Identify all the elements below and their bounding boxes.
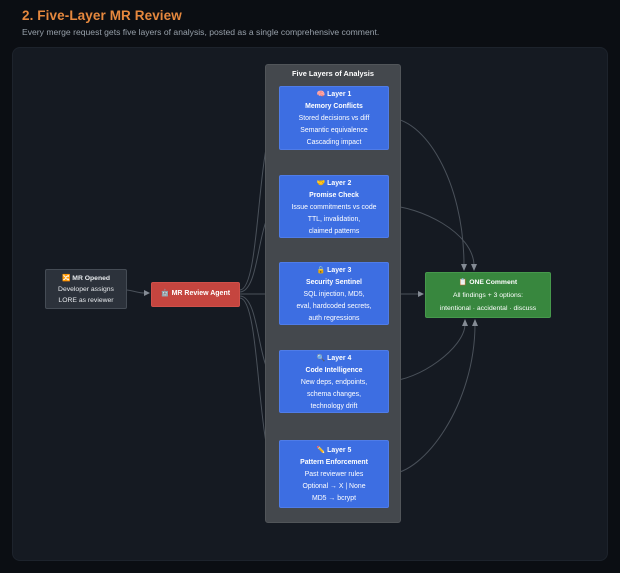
layer-5-detail-2: Optional → X | None (302, 483, 366, 490)
node-mr-review-agent: 🤖 MR Review Agent (151, 282, 240, 307)
node-layer-2-promise-check: 🤝 Layer 2 Promise Check Issue commitment… (279, 175, 389, 238)
five-layers-container-title: Five Layers of Analysis (292, 69, 374, 78)
node-layer-5-pattern-enforcement: ✏️ Layer 5 Pattern Enforcement Past revi… (279, 440, 389, 508)
node-mr-opened-line-1: 🔀 MR Opened (61, 275, 111, 282)
node-mr-review-agent-label: 🤖 MR Review Agent (160, 290, 231, 297)
one-comment-title: 📋 ONE Comment (458, 279, 518, 286)
layer-3-name: Security Sentinel (306, 279, 362, 286)
node-one-comment: 📋 ONE Comment All findings + 3 options: … (425, 272, 551, 318)
layer-5-detail-1: Past reviewer rules (304, 471, 364, 478)
layer-2-detail-3: claimed patterns (308, 228, 360, 235)
layer-4-detail-2: schema changes, (306, 391, 361, 398)
node-mr-opened-line-3: LORE as reviewer (58, 297, 114, 304)
node-layer-4-code-intelligence: 🔍 Layer 4 Code Intelligence New deps, en… (279, 350, 389, 413)
layer-1-detail-2: Semantic equivalence (300, 127, 368, 134)
layer-4-title: 🔍 Layer 4 (316, 355, 352, 362)
layer-5-name: Pattern Enforcement (300, 459, 368, 466)
layer-5-detail-3: MD5 → bcrypt (311, 495, 357, 502)
layer-2-detail-2: TTL, invalidation, (307, 216, 361, 223)
layer-1-detail-1: Stored decisions vs diff (298, 115, 370, 122)
layer-5-title: ✏️ Layer 5 (316, 447, 352, 454)
one-comment-detail-1: All findings + 3 options: (452, 292, 524, 299)
layer-2-name: Promise Check (309, 192, 359, 199)
layer-4-detail-1: New deps, endpoints, (300, 379, 368, 386)
one-comment-detail-2: intentional · accidental · discuss (439, 305, 537, 312)
layer-2-detail-1: Issue commitments vs code (291, 204, 377, 211)
layer-2-title: 🤝 Layer 2 (316, 180, 352, 187)
layer-4-name: Code Intelligence (305, 367, 363, 374)
layer-3-detail-3: auth regressions (308, 315, 360, 322)
layer-4-detail-3: technology drift (310, 403, 358, 410)
page-subtitle: Every merge request gets five layers of … (22, 27, 380, 37)
layer-1-name: Memory Conflicts (305, 103, 363, 110)
layer-3-detail-1: SQL injection, MD5, (303, 291, 365, 298)
layer-1-detail-3: Cascading impact (306, 139, 362, 146)
layer-1-title: 🧠 Layer 1 (316, 91, 352, 98)
node-layer-3-security-sentinel: 🔒 Layer 3 Security Sentinel SQL injectio… (279, 262, 389, 325)
layer-3-title: 🔒 Layer 3 (316, 267, 352, 274)
layer-3-detail-2: eval, hardcoded secrets, (296, 303, 372, 310)
page-title: 2. Five-Layer MR Review (22, 8, 182, 23)
node-mr-opened-line-2: Developer assigns (58, 286, 114, 293)
node-layer-1-memory-conflicts: 🧠 Layer 1 Memory Conflicts Stored decisi… (279, 86, 389, 150)
node-mr-opened: 🔀 MR Opened Developer assigns LORE as re… (45, 269, 127, 309)
